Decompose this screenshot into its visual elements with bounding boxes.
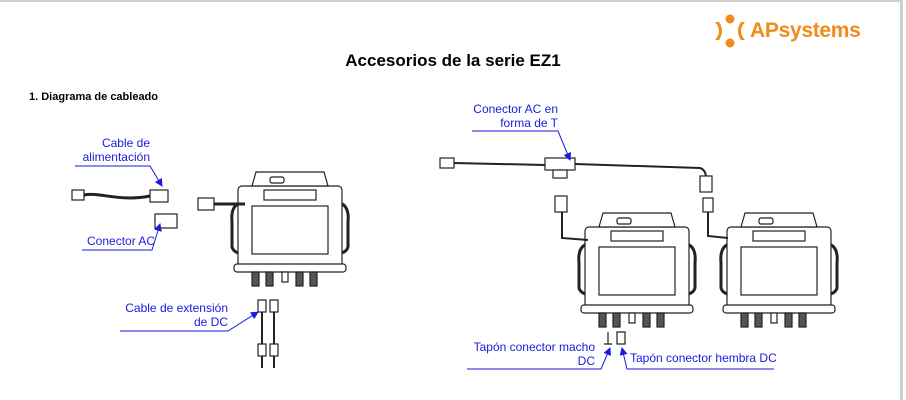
logo-ap: AP — [750, 19, 779, 42]
inverter-left — [230, 170, 350, 288]
section-heading: 1. Diagrama de cableado — [29, 91, 158, 103]
dc-extension-label: Cable de extensión de DC — [100, 301, 228, 329]
female-cap-label: Tapón conector hembra DC — [630, 351, 777, 365]
t-connector-label: Conector AC en forma de T — [458, 102, 558, 130]
dc-extension-label-line1: Cable de extensión — [125, 301, 228, 315]
page-title: Accesorios de la serie EZ1 — [345, 51, 561, 70]
t-connector-label-line1: Conector AC en — [473, 102, 558, 116]
apsystems-logo: APsystems — [713, 14, 861, 48]
power-cable-label-line2: alimentación — [82, 150, 150, 164]
ac-connector-label: Conector AC — [87, 234, 156, 248]
cables — [71, 157, 729, 368]
t-connector-label-line2: forma de T — [500, 116, 558, 130]
power-cable-label: Cable de alimentación — [60, 136, 150, 164]
male-cap-label: Tapón conector macho DC — [455, 340, 595, 368]
power-cable-label-line1: Cable de — [101, 136, 150, 150]
dc-extension-label-line2: de DC — [193, 315, 228, 329]
logo-systems: systems — [778, 19, 861, 42]
male-cap-label-line2: DC — [577, 354, 595, 368]
leader-lines — [75, 130, 774, 370]
male-cap-label-line1: Tapón conector macho — [473, 340, 595, 354]
inverter-right — [719, 211, 839, 329]
inverter-middle — [577, 211, 697, 329]
logo-mark-icon — [715, 14, 745, 48]
